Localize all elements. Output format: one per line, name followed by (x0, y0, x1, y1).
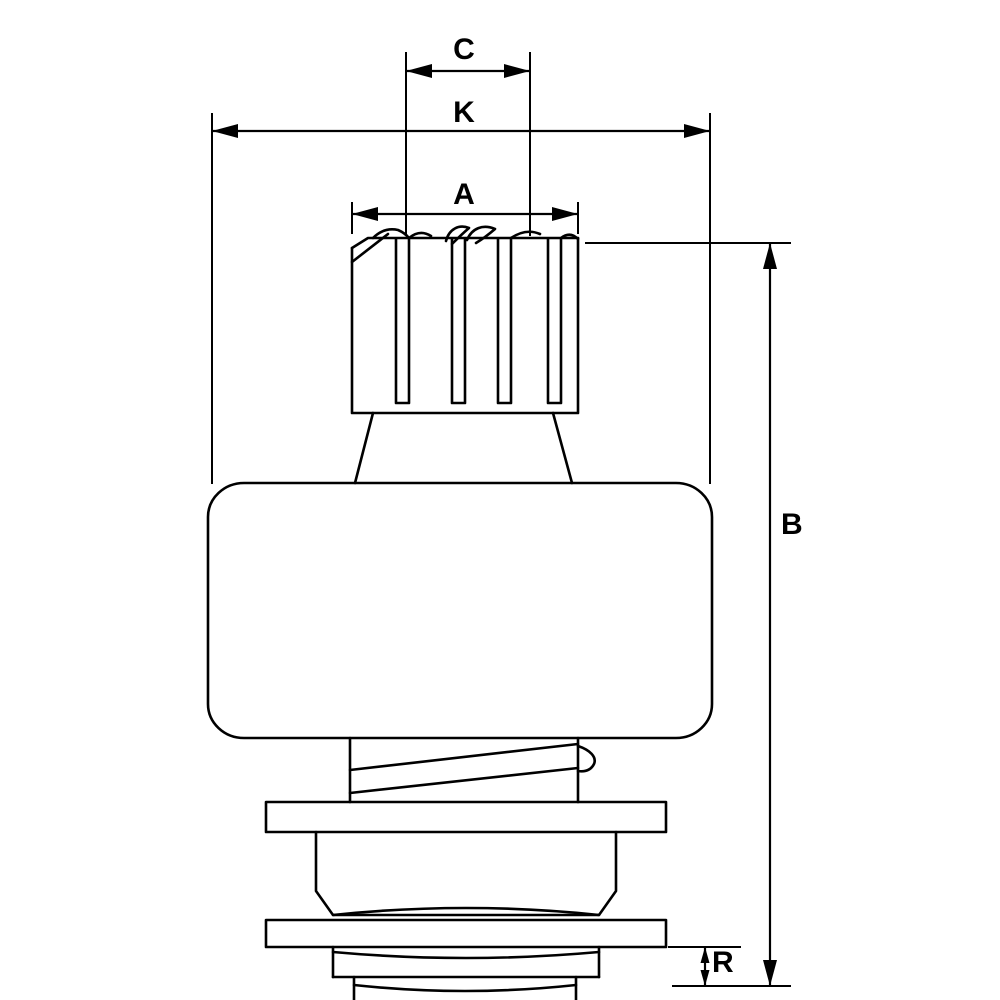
gear-tooth-tip (559, 233, 580, 241)
gear-tooth-tip (509, 230, 542, 240)
dimension-R: R (668, 946, 741, 986)
arrowhead-down-icon (763, 960, 777, 986)
lower-flange-outline (264, 918, 668, 949)
arrowhead-left-icon (212, 124, 238, 138)
arrowhead-up-icon (700, 947, 710, 963)
arrowhead-left-icon (406, 64, 432, 78)
housing-outline (206, 481, 714, 740)
arrowhead-up-icon (763, 243, 777, 269)
dimension-B: B (585, 242, 803, 987)
gear-tooth-tip (465, 225, 497, 245)
pinion-gear (350, 225, 580, 415)
arrowhead-left-icon (352, 207, 378, 221)
dimension-C: C (405, 33, 531, 236)
gear-top-edge (350, 236, 580, 250)
gear-tooth-tip (444, 225, 471, 246)
neck-right-line (551, 411, 574, 485)
dimension-label-b: B (781, 508, 803, 541)
arrowhead-right-icon (552, 207, 578, 221)
gear-tooth-tip (350, 232, 390, 264)
spline-helix-line (348, 766, 580, 795)
upper-flange (264, 800, 668, 834)
clutch-barrel (314, 830, 618, 917)
collar-curve (331, 950, 601, 960)
lower-flange (264, 918, 668, 949)
dimension-label-r: R (712, 946, 734, 979)
dimension-label-c: C (453, 33, 475, 66)
gear-tooth-gap (450, 237, 467, 405)
arrowhead-right-icon (684, 124, 710, 138)
dimension-label-a: A (453, 178, 475, 211)
gear-tooth-gap (496, 237, 513, 405)
neck-left-line (353, 411, 375, 485)
collar (331, 945, 601, 979)
gear-tooth-tip (407, 231, 433, 240)
upper-flange-outline (264, 800, 668, 834)
gear-tooth-gap (546, 237, 563, 405)
drive-housing (206, 481, 714, 740)
dimension-label-k: K (453, 96, 475, 129)
gear-outline (350, 236, 580, 415)
barrel-bottom-curve (331, 906, 601, 917)
shaft-end (352, 975, 578, 1000)
helical-spline-shaft (348, 736, 596, 804)
shaft-end-curve (352, 983, 578, 993)
barrel-outline (314, 830, 618, 917)
dimension-A: A (351, 178, 579, 234)
arrowhead-right-icon (504, 64, 530, 78)
gear-tooth-gap (394, 237, 411, 405)
dimension-K: K (211, 96, 711, 484)
spline-helix-line (348, 742, 580, 772)
shaft-neck (353, 411, 574, 485)
arrowhead-down-icon (700, 970, 710, 986)
spline-helix-tail (576, 744, 596, 773)
